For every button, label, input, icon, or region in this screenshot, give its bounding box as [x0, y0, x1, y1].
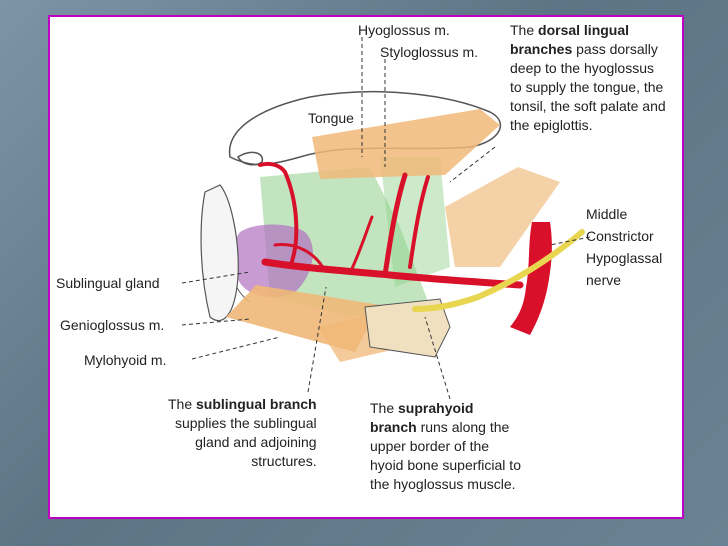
carotid-artery [510, 222, 552, 335]
label-hyoglossus: Hyoglossus m. [358, 22, 450, 38]
dorsal-note: The dorsal lingual branches pass dorsall… [510, 22, 666, 133]
label-mylohyoid: Mylohyoid m. [84, 352, 167, 368]
label-middle: Middle [586, 206, 628, 222]
lingual-artery [258, 161, 524, 289]
sublingual-note: The sublingual branch supplies the subli… [168, 396, 317, 469]
hypoglossal-nerve [412, 229, 585, 312]
label-styloglossus: Styloglossus m. [380, 44, 479, 60]
label-hypoglossal: Hypoglassal [586, 250, 663, 266]
label-nerve: nerve [586, 272, 622, 288]
label-sublingual-gland: Sublingual gland [56, 275, 160, 291]
constrictor-band [445, 167, 560, 267]
hyoglossus-band [312, 109, 500, 179]
slide: Hyoglossus m. Styloglossus m. Tongue Sub… [48, 15, 684, 519]
tongue-tip [237, 151, 264, 166]
hyoid-region [364, 298, 451, 358]
suprahyoid-note: The suprahyoid branch runs along the upp… [370, 400, 521, 492]
mandible-lobe [200, 184, 239, 322]
anatomy-diagram [181, 37, 591, 400]
label-constrictor: Constrictor [586, 228, 654, 244]
label-genioglossus: Genioglossus m. [60, 317, 165, 333]
tongue-outline [228, 91, 502, 166]
green-region-2 [380, 157, 450, 287]
label-tongue: Tongue [308, 110, 354, 126]
leader-lines [181, 37, 591, 400]
